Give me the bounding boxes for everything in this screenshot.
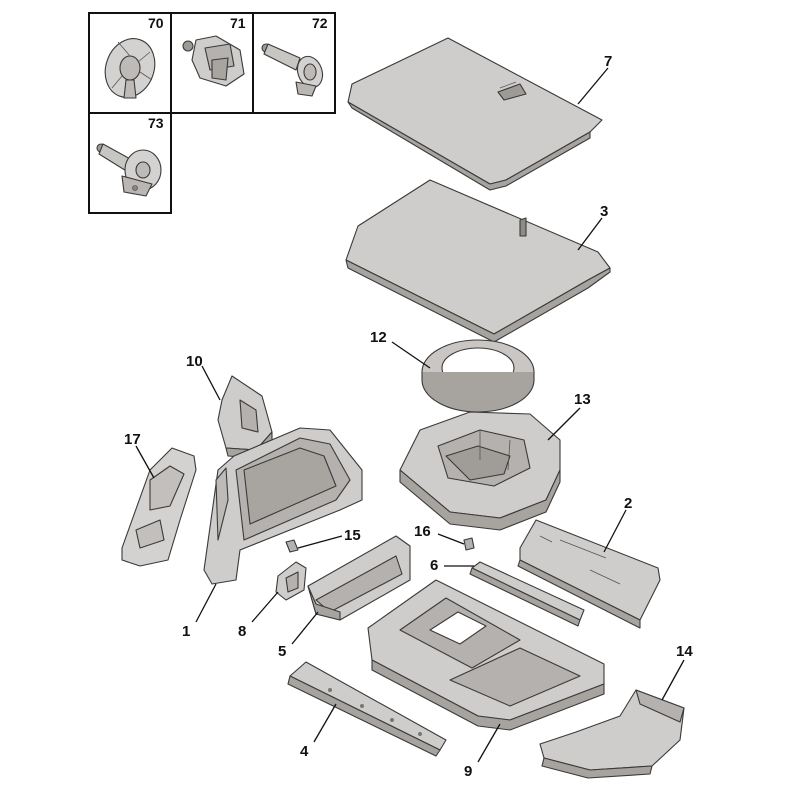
leader-14 — [661, 659, 685, 701]
part-16-clip — [463, 537, 475, 551]
inset-row-top — [88, 12, 336, 114]
inset-label-72: 72 — [312, 15, 328, 31]
callout-9: 9 — [464, 763, 472, 780]
fastener-inset-grid: 70 71 72 73 — [88, 12, 336, 214]
callout-17: 17 — [124, 431, 141, 448]
callout-4: 4 — [300, 743, 309, 760]
inset-label-73: 73 — [148, 115, 164, 131]
callout-8: 8 — [238, 623, 246, 640]
part-15-clip — [285, 539, 299, 553]
leader-4 — [313, 703, 337, 743]
leader-5 — [291, 611, 319, 645]
leader-15 — [297, 535, 343, 549]
callout-3: 3 — [600, 203, 608, 220]
part-9-storage-tray — [367, 579, 605, 731]
leader-lines — [135, 67, 685, 763]
callout-labels: 7 3 12 13 10 17 15 16 2 6 1 8 5 14 4 9 — [124, 53, 693, 780]
callout-7: 7 — [604, 53, 612, 70]
leader-10 — [201, 365, 221, 401]
callout-13: 13 — [574, 391, 591, 408]
leader-2 — [603, 509, 627, 553]
callout-1: 1 — [182, 623, 190, 640]
part-6-strip — [469, 561, 585, 627]
leader-9 — [477, 723, 501, 763]
clip-70-drawing — [104, 38, 156, 99]
leader-7 — [577, 67, 609, 105]
part-13-wheel-well-tray — [399, 411, 561, 531]
part-4-rail — [287, 661, 447, 757]
inset-box-73 — [88, 112, 172, 214]
callout-2: 2 — [624, 495, 632, 512]
screw-72-drawing — [261, 43, 324, 97]
part-1-side-trim-panel — [203, 427, 363, 585]
part-8-bracket — [275, 561, 307, 601]
leader-13 — [547, 407, 581, 441]
callout-12: 12 — [370, 329, 387, 346]
part-17-side-insulation — [121, 447, 197, 567]
part-2-sill-trim — [517, 519, 661, 629]
leader-3 — [577, 217, 603, 251]
part-12-ring-spacer — [421, 339, 535, 413]
inset-label-70: 70 — [148, 15, 164, 31]
callout-6: 6 — [430, 557, 438, 574]
part-14-corner-tray — [539, 689, 685, 779]
callout-15: 15 — [344, 527, 361, 544]
callout-16: 16 — [414, 523, 431, 540]
leader-1 — [195, 583, 217, 623]
clip-71-drawing — [182, 35, 245, 87]
part-7-floor-panel — [347, 37, 603, 191]
callout-10: 10 — [186, 353, 203, 370]
inset-label-71: 71 — [230, 15, 246, 31]
leader-8 — [251, 591, 279, 623]
callout-14: 14 — [676, 643, 693, 660]
leader-16 — [437, 533, 465, 545]
part-3-floor-board — [345, 179, 611, 343]
part-10-upper-trim — [217, 375, 273, 459]
bolt-73-drawing — [96, 143, 162, 197]
part-5-storage-box — [307, 535, 411, 621]
callout-5: 5 — [278, 643, 286, 660]
leader-12 — [391, 341, 431, 369]
leader-17 — [135, 445, 155, 479]
